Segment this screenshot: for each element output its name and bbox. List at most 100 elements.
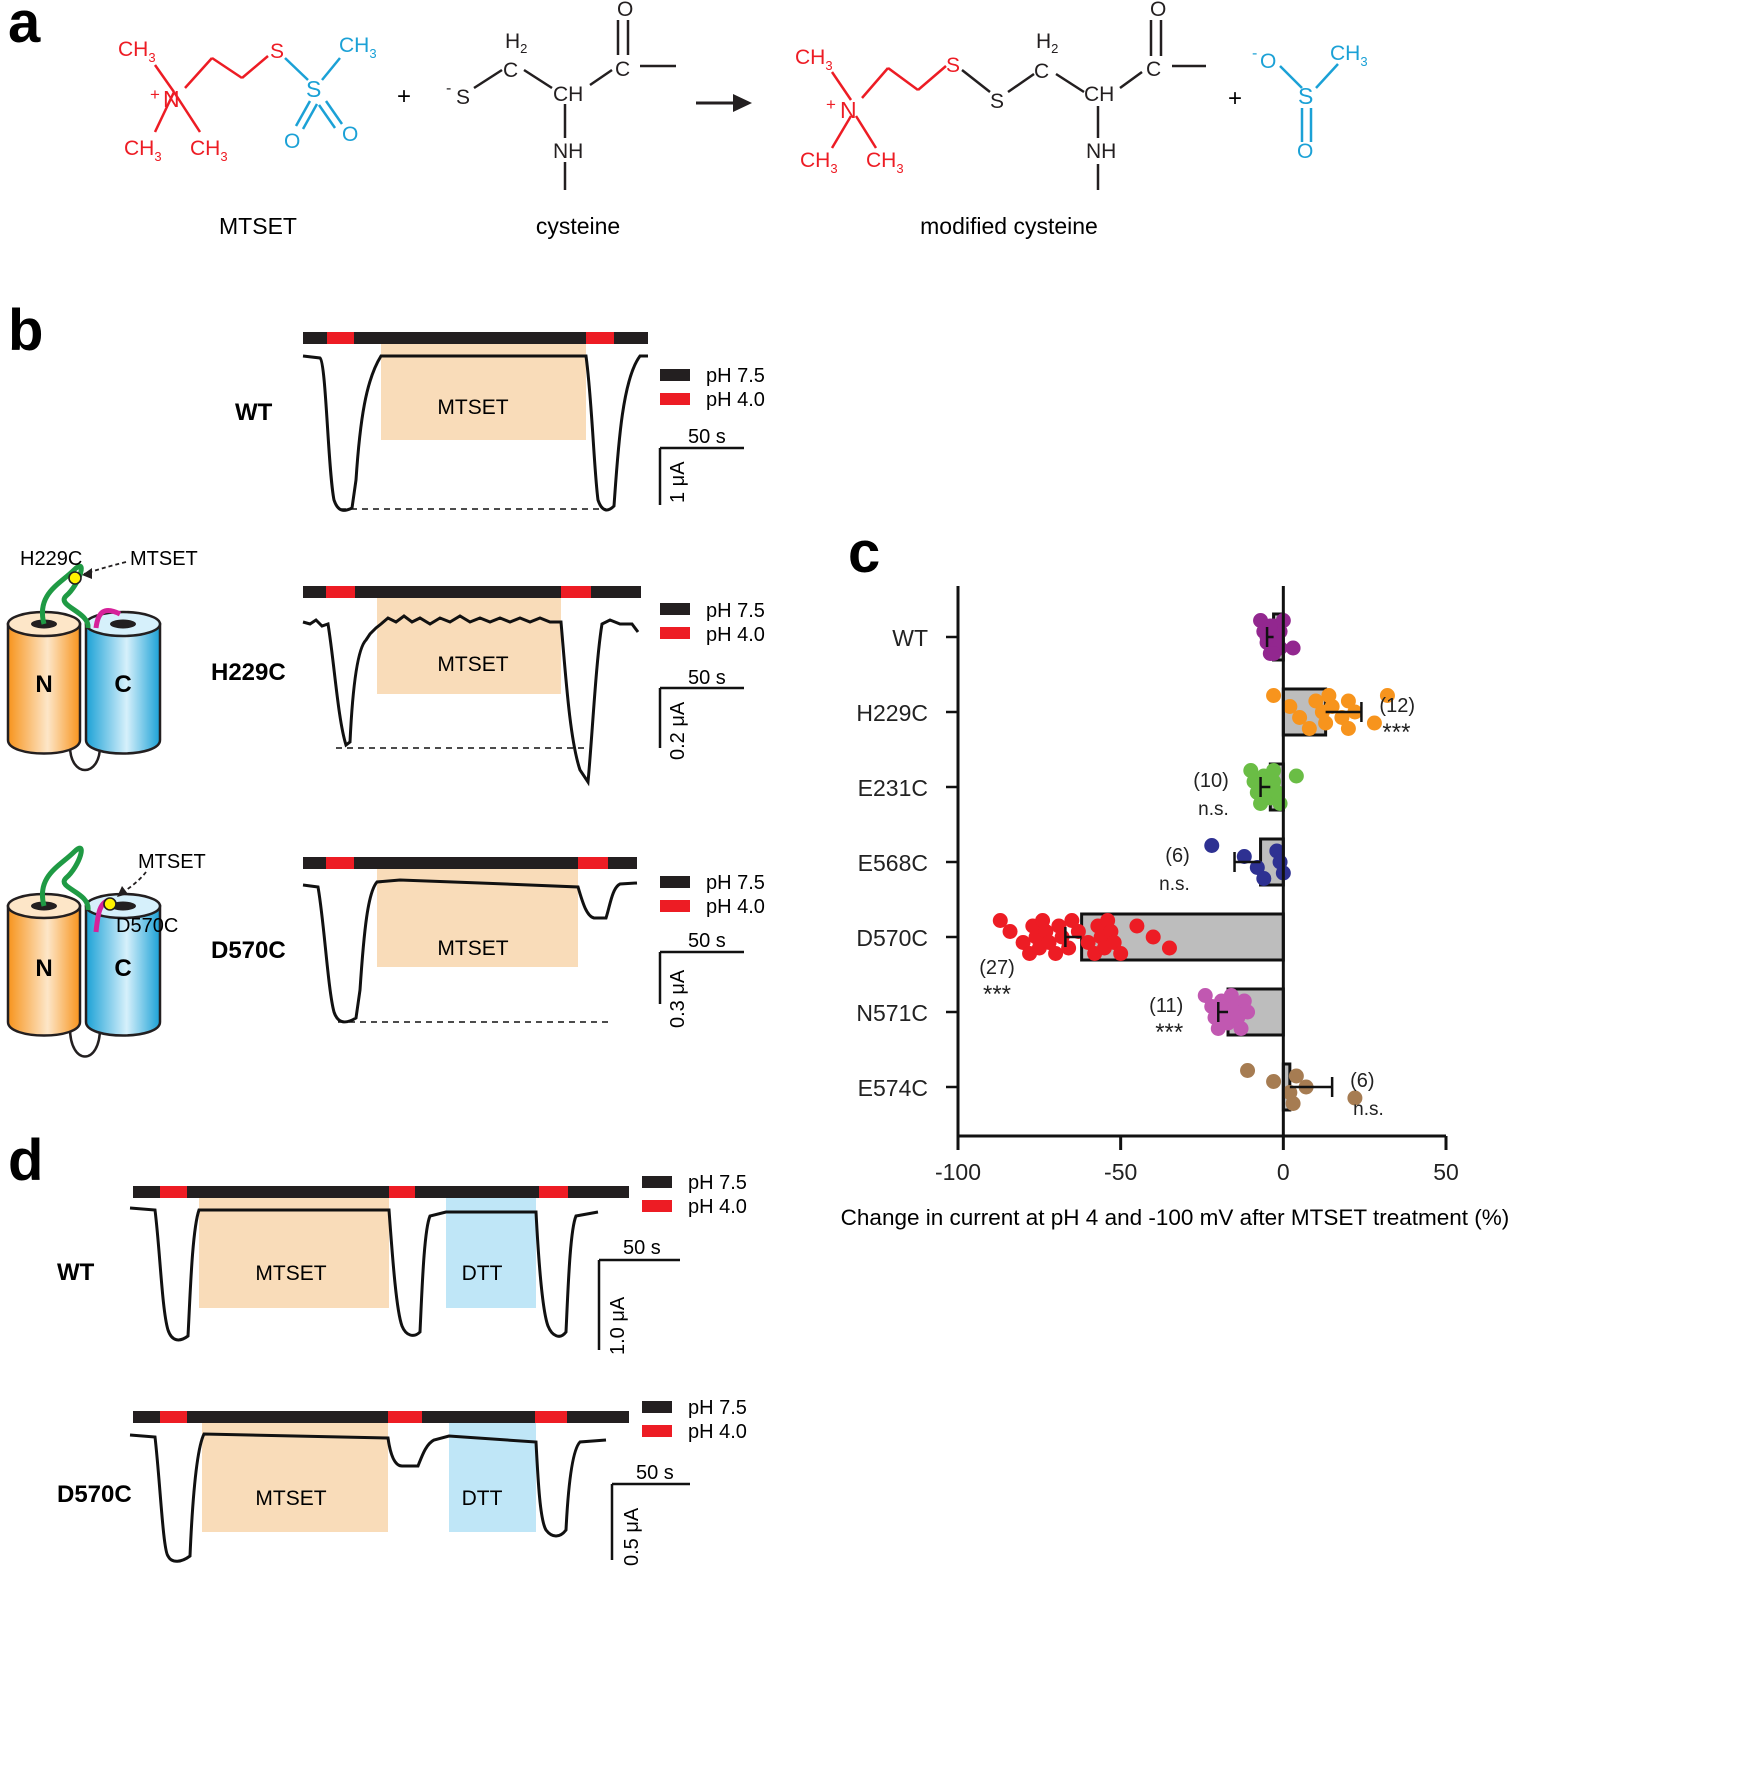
panel-a-letter: a (8, 0, 41, 55)
data-point (1272, 796, 1288, 811)
current-trace (302, 354, 648, 512)
significance-label: n.s. (1353, 1099, 1384, 1120)
category-label-E568C: E568C (858, 850, 928, 876)
svg-text:S: S (456, 86, 470, 109)
chart-bars (1080, 612, 1328, 1112)
data-point (1324, 699, 1340, 714)
mtset-shade (202, 1422, 388, 1532)
data-point (1379, 688, 1395, 703)
data-point (1282, 699, 1298, 714)
ph40-bar (561, 586, 591, 598)
x-tick-label: -50 (1104, 1159, 1137, 1185)
ph40-bar (326, 586, 355, 598)
trace-b-wt: MTSET WT pH 7.5 pH 4.0 50 s 1 μA (235, 332, 765, 512)
svg-text:C: C (503, 59, 518, 82)
panel-b-letter: b (8, 298, 43, 363)
n-label: (12) (1379, 695, 1415, 717)
data-point (1161, 940, 1177, 956)
x-tick-label: 50 (1433, 1159, 1459, 1185)
svg-text:C: C (114, 671, 131, 698)
legend-ph75: pH 7.5 (688, 1397, 747, 1419)
mtset-label: MTSET (437, 937, 508, 960)
svg-text:S: S (306, 76, 321, 102)
data-point (1347, 1090, 1363, 1106)
svg-text:O: O (342, 123, 358, 146)
svg-text:CH: CH (553, 83, 583, 106)
significance-label: *** (1382, 719, 1410, 746)
category-label-E231C: E231C (858, 775, 928, 801)
n-loop (39, 845, 91, 911)
svg-text:S: S (1298, 83, 1313, 109)
svg-text:H2: H2 (1036, 30, 1058, 56)
mtset-shade (377, 597, 561, 694)
svg-text:C: C (114, 955, 131, 982)
n-loop (39, 563, 91, 629)
trace-b-d570c: MTSET D570C pH 7.5 pH 4.0 50 s 0.3 μA (211, 857, 765, 1028)
svg-text:N: N (840, 97, 857, 123)
svg-text:NH: NH (1086, 140, 1116, 163)
time-scale-label: 50 s (688, 667, 726, 689)
mtset-shade (381, 342, 586, 440)
svg-text:C: C (615, 58, 630, 81)
mtset-name: MTSET (219, 213, 297, 239)
cartoon-d570c: N C MTSET D570C (6, 845, 206, 1058)
current-scale-label: 1.0 μA (607, 1296, 629, 1355)
svg-text:O: O (1150, 0, 1166, 21)
legend-ph75: pH 7.5 (706, 872, 765, 894)
current-trace (302, 614, 640, 787)
svg-text:CH3: CH3 (118, 38, 156, 65)
svg-text:C: C (1034, 60, 1049, 83)
ph40-bar (326, 857, 354, 869)
data-point (1015, 935, 1031, 950)
ph40-bar (535, 1411, 567, 1423)
mtset-label: MTSET (255, 1487, 326, 1510)
svg-text:H2: H2 (505, 30, 527, 56)
category-label-N571C: N571C (856, 1000, 928, 1026)
ph40-bar (586, 332, 614, 344)
mtset-label: MTSET (255, 1262, 326, 1285)
trace-d-d570c: MTSET DTT D570C pH 7.5 pH 4.0 50 s 0.5 μ… (57, 1397, 747, 1566)
mtset-label: MTSET (437, 396, 508, 419)
trace-d-wt: MTSET DTT WT pH 7.5 pH 4.0 50 s 1.0 μA (57, 1172, 747, 1355)
data-point (1070, 924, 1086, 939)
ph75-bar (303, 857, 637, 869)
legend-ph40: pH 4.0 (706, 624, 765, 646)
mtset-label: MTSET (437, 653, 508, 676)
data-point (1334, 710, 1350, 725)
data-point (1318, 715, 1334, 731)
reaction-arrow (83, 561, 127, 575)
modified-cysteine-name: modified cysteine (920, 213, 1098, 239)
svg-text:C: C (1146, 58, 1161, 81)
chart-x-axis-label: Change in current at pH 4 and -100 mV af… (841, 1205, 1510, 1230)
n-label: (10) (1193, 770, 1229, 792)
svg-text:S: S (270, 40, 284, 63)
ph75-bar (303, 586, 641, 598)
reagent-label: MTSET (138, 851, 206, 873)
svg-text:-: - (446, 80, 451, 97)
ph40-bar (160, 1186, 187, 1198)
data-point (1249, 860, 1265, 875)
data-point (1301, 721, 1317, 736)
n-label: (6) (1165, 845, 1189, 867)
time-scale-label: 50 s (636, 1462, 674, 1484)
ph40-bar (578, 857, 608, 869)
svg-text:S: S (990, 90, 1004, 113)
data-point (1285, 640, 1301, 656)
data-point (1236, 849, 1252, 864)
data-point (1240, 1004, 1256, 1020)
c-domain: C (84, 610, 162, 755)
cysteine-structure: - S H2 C CH C O NH (446, 0, 676, 190)
n-label: (6) (1350, 1070, 1374, 1092)
current-scale-label: 0.3 μA (667, 969, 689, 1028)
ph40-bar (327, 332, 354, 344)
current-scale-label: 0.2 μA (667, 701, 689, 760)
ph75-bar (133, 1186, 629, 1198)
n-domain: N (6, 892, 82, 1037)
svg-text:N: N (35, 671, 52, 698)
construct-label: H229C (211, 659, 286, 686)
cysteine-site (103, 897, 117, 911)
chart-errors (1064, 627, 1363, 1097)
data-point (1106, 935, 1122, 950)
svg-text:CH3: CH3 (339, 34, 377, 61)
data-point (1266, 646, 1282, 661)
